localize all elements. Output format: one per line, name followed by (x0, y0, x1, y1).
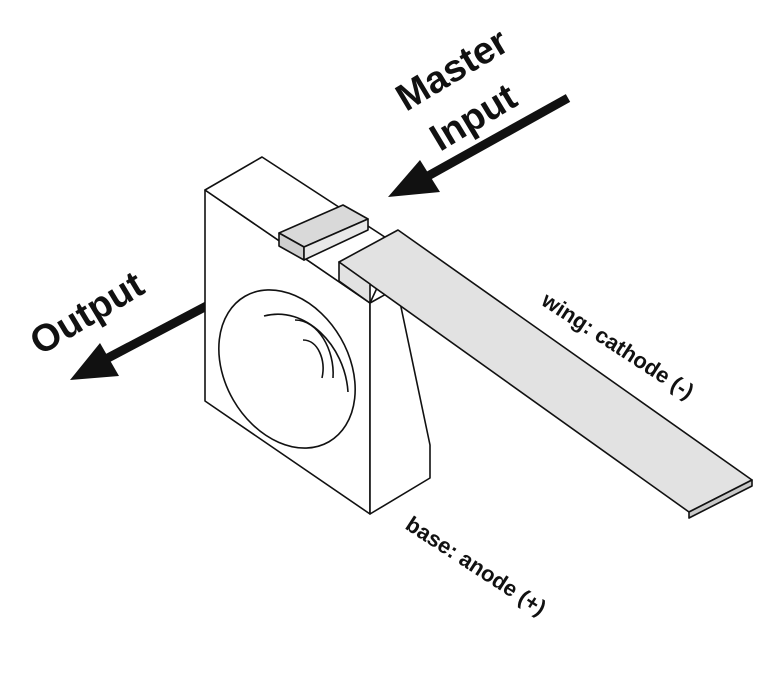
wing-strip (338, 229, 753, 519)
mount-block (204, 156, 431, 515)
top-tab (278, 204, 369, 261)
label-master-input: Master Input (389, 21, 525, 160)
lens-aperture (218, 289, 356, 449)
block-side-face (369, 287, 431, 515)
master-input-arrow (388, 94, 571, 197)
base-label: base: anode (+) (401, 511, 550, 620)
